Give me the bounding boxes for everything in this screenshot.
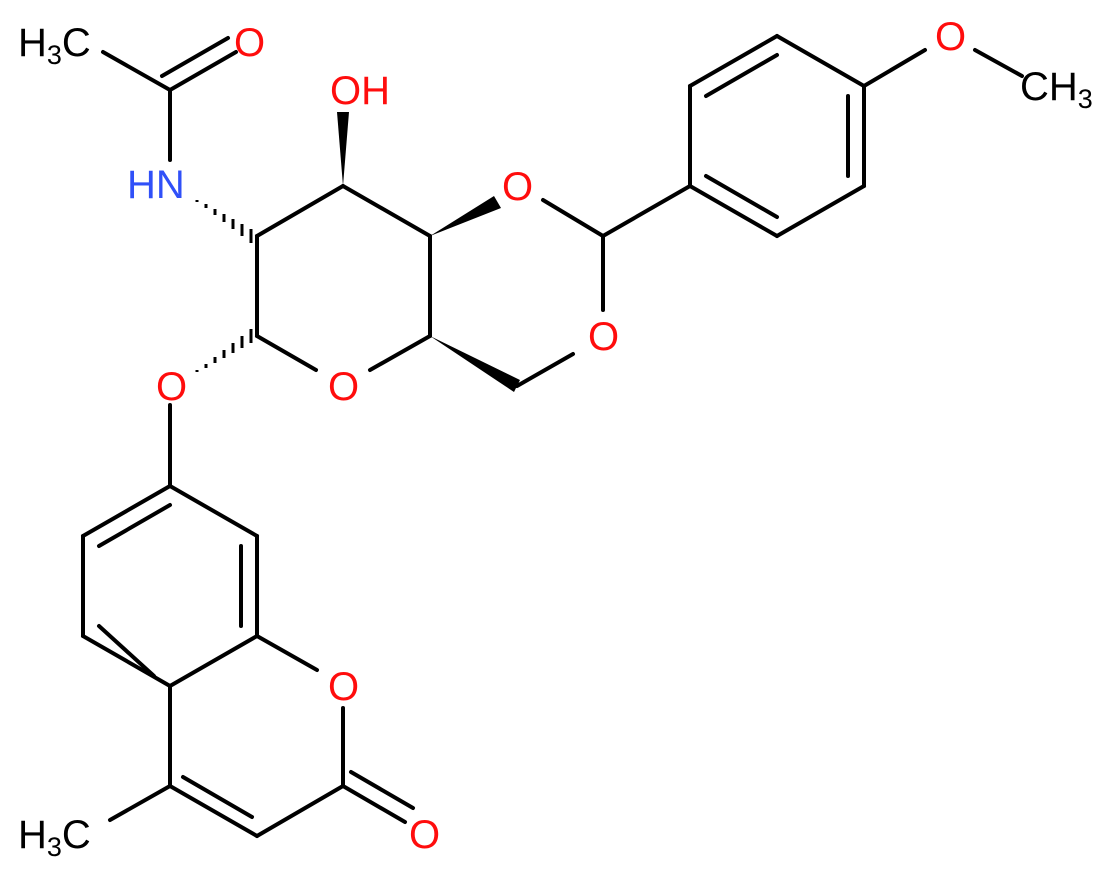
label-coumarin-carbonyl-o: O: [409, 813, 440, 857]
bond-cm-3: [168, 634, 259, 688]
bond-ph-2: [688, 34, 779, 88]
bond-methoxy-o-ch3: [973, 48, 1024, 78]
bond-acetal-phenyl: [601, 184, 692, 238]
bond-ph-inner-1: [704, 53, 779, 98]
bond-ph-methoxy-o: [862, 48, 927, 88]
bond-lac-carbonyl-1: [341, 784, 407, 824]
bond-carbonyl-o-1: [168, 50, 238, 92]
label-acetyl-ch3: H3C: [18, 21, 91, 70]
label-ring-o6: O: [588, 315, 619, 359]
bond-ph-6: [688, 184, 779, 238]
bond-lac-carbonyl-2: [349, 770, 415, 810]
label-coumarin-ch3: H3C: [18, 813, 91, 862]
bond-ph-inner-3: [704, 174, 779, 219]
bond-ph-5: [775, 184, 866, 238]
bond-ring-o-c1: [255, 334, 318, 372]
bond-c3-c4: [341, 184, 432, 238]
bond-cm-4: [81, 634, 172, 688]
bond-ph-3: [775, 34, 866, 88]
bond-cm-inner-3: [97, 503, 172, 548]
bond-lines: [81, 34, 1024, 838]
label-pyranose-o: O: [328, 365, 359, 409]
bond-c4-methyl: [108, 784, 172, 822]
bond-lac-4-inner: [181, 775, 254, 819]
wedge-c4-o4: [430, 196, 501, 236]
label-hydroxyl: OH: [330, 69, 390, 113]
label-methoxy-ch3: CH3: [1020, 65, 1093, 114]
bond-lac-3: [255, 784, 345, 838]
label-ring-o4: O: [502, 165, 533, 209]
label-glycosidic-o: O: [156, 365, 187, 409]
label-amide-nh: HN: [127, 163, 185, 207]
bond-cm-1: [168, 484, 259, 538]
bond-o4-acetal: [541, 198, 605, 238]
bond-c2-c3: [255, 184, 345, 238]
bond-lac-1: [255, 634, 319, 672]
bond-carbonyl-o-2: [160, 36, 230, 78]
hash-c2-n: [195, 200, 253, 243]
hash-c1-o: [195, 329, 253, 372]
atom-labels: H3C O HN OH O O O O O CH3 O O H3C: [18, 15, 1093, 862]
bond-o6-c6: [515, 352, 575, 388]
bond-cm-6: [81, 484, 172, 538]
label-methoxy-o: O: [935, 15, 966, 59]
bond-c5-ring-o: [368, 334, 432, 372]
label-acetyl-o: O: [234, 21, 265, 65]
bond-cm-inner-2: [97, 624, 156, 678]
wedge-c3-oh: [337, 112, 349, 186]
label-coumarin-ring-o: O: [328, 665, 359, 709]
bond-lac-4: [168, 784, 259, 838]
bond-ch3-carbonyl: [101, 50, 172, 92]
wedge-c5-c6: [430, 336, 520, 392]
